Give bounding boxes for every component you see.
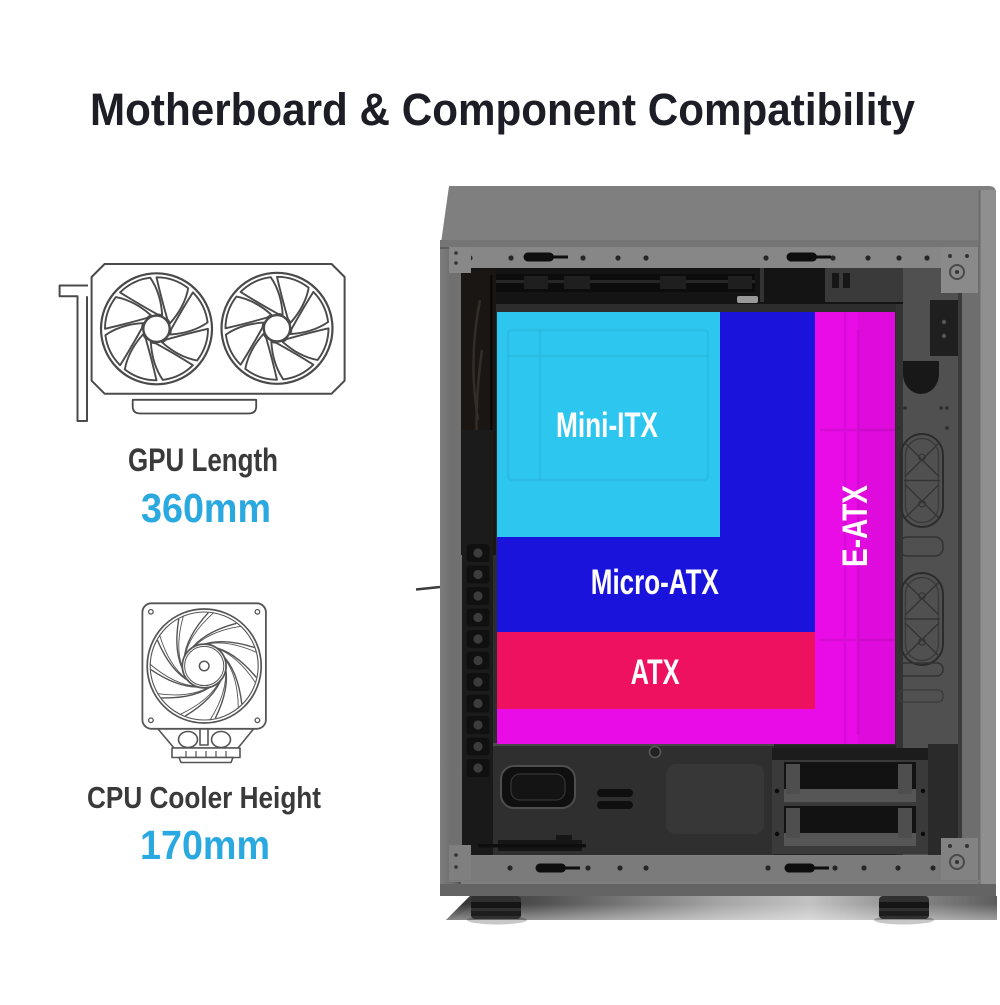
svg-text:Micro-ATX: Micro-ATX [591,563,719,602]
svg-text:CPU Cooler Height: CPU Cooler Height [87,780,321,815]
svg-text:Mini-ITX: Mini-ITX [556,406,658,445]
svg-text:170mm: 170mm [140,822,270,868]
svg-text:ATX: ATX [631,653,680,692]
svg-text:GPU Length: GPU Length [128,442,278,478]
svg-text:360mm: 360mm [141,485,271,531]
svg-text:E-ATX: E-ATX [836,484,875,567]
svg-text:Motherboard & Component Compat: Motherboard & Component Compatibility [90,84,915,135]
